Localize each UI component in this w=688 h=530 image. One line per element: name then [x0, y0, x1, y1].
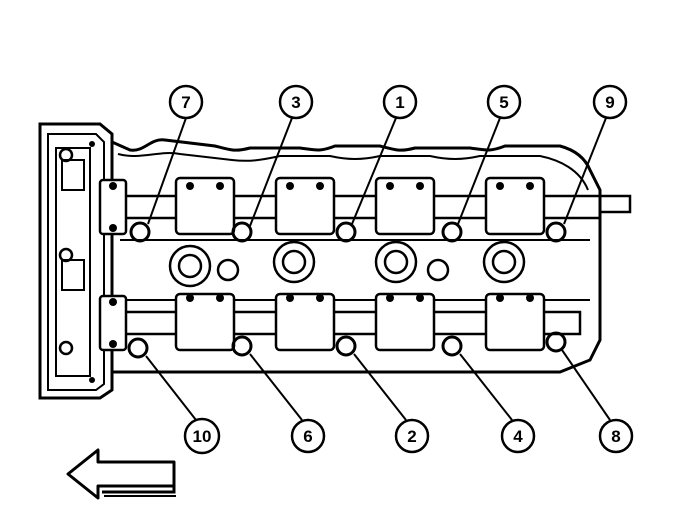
- callout-1: 1: [351, 84, 418, 225]
- callout-label-7: 7: [181, 93, 190, 112]
- callout-8: 8: [561, 349, 634, 454]
- callout-label-10: 10: [193, 427, 212, 446]
- callout-label-2: 2: [407, 427, 416, 446]
- callout-3: 3: [249, 84, 314, 227]
- callout-label-3: 3: [291, 93, 300, 112]
- callout-2: 2: [353, 353, 430, 454]
- callout-label-6: 6: [303, 427, 312, 446]
- callout-label-9: 9: [605, 93, 614, 112]
- callout-label-8: 8: [611, 427, 620, 446]
- callout-9: 9: [563, 84, 628, 225]
- callout-label-1: 1: [395, 93, 404, 112]
- left-arrow-icon: [66, 448, 176, 500]
- callout-label-4: 4: [513, 427, 523, 446]
- cylinder-head: [38, 122, 632, 400]
- callout-5: 5: [457, 84, 522, 225]
- callout-7: 7: [147, 84, 204, 225]
- callout-10: 10: [145, 355, 221, 455]
- callout-6: 6: [249, 353, 326, 454]
- callout-label-5: 5: [499, 93, 508, 112]
- callout-4: 4: [459, 353, 536, 454]
